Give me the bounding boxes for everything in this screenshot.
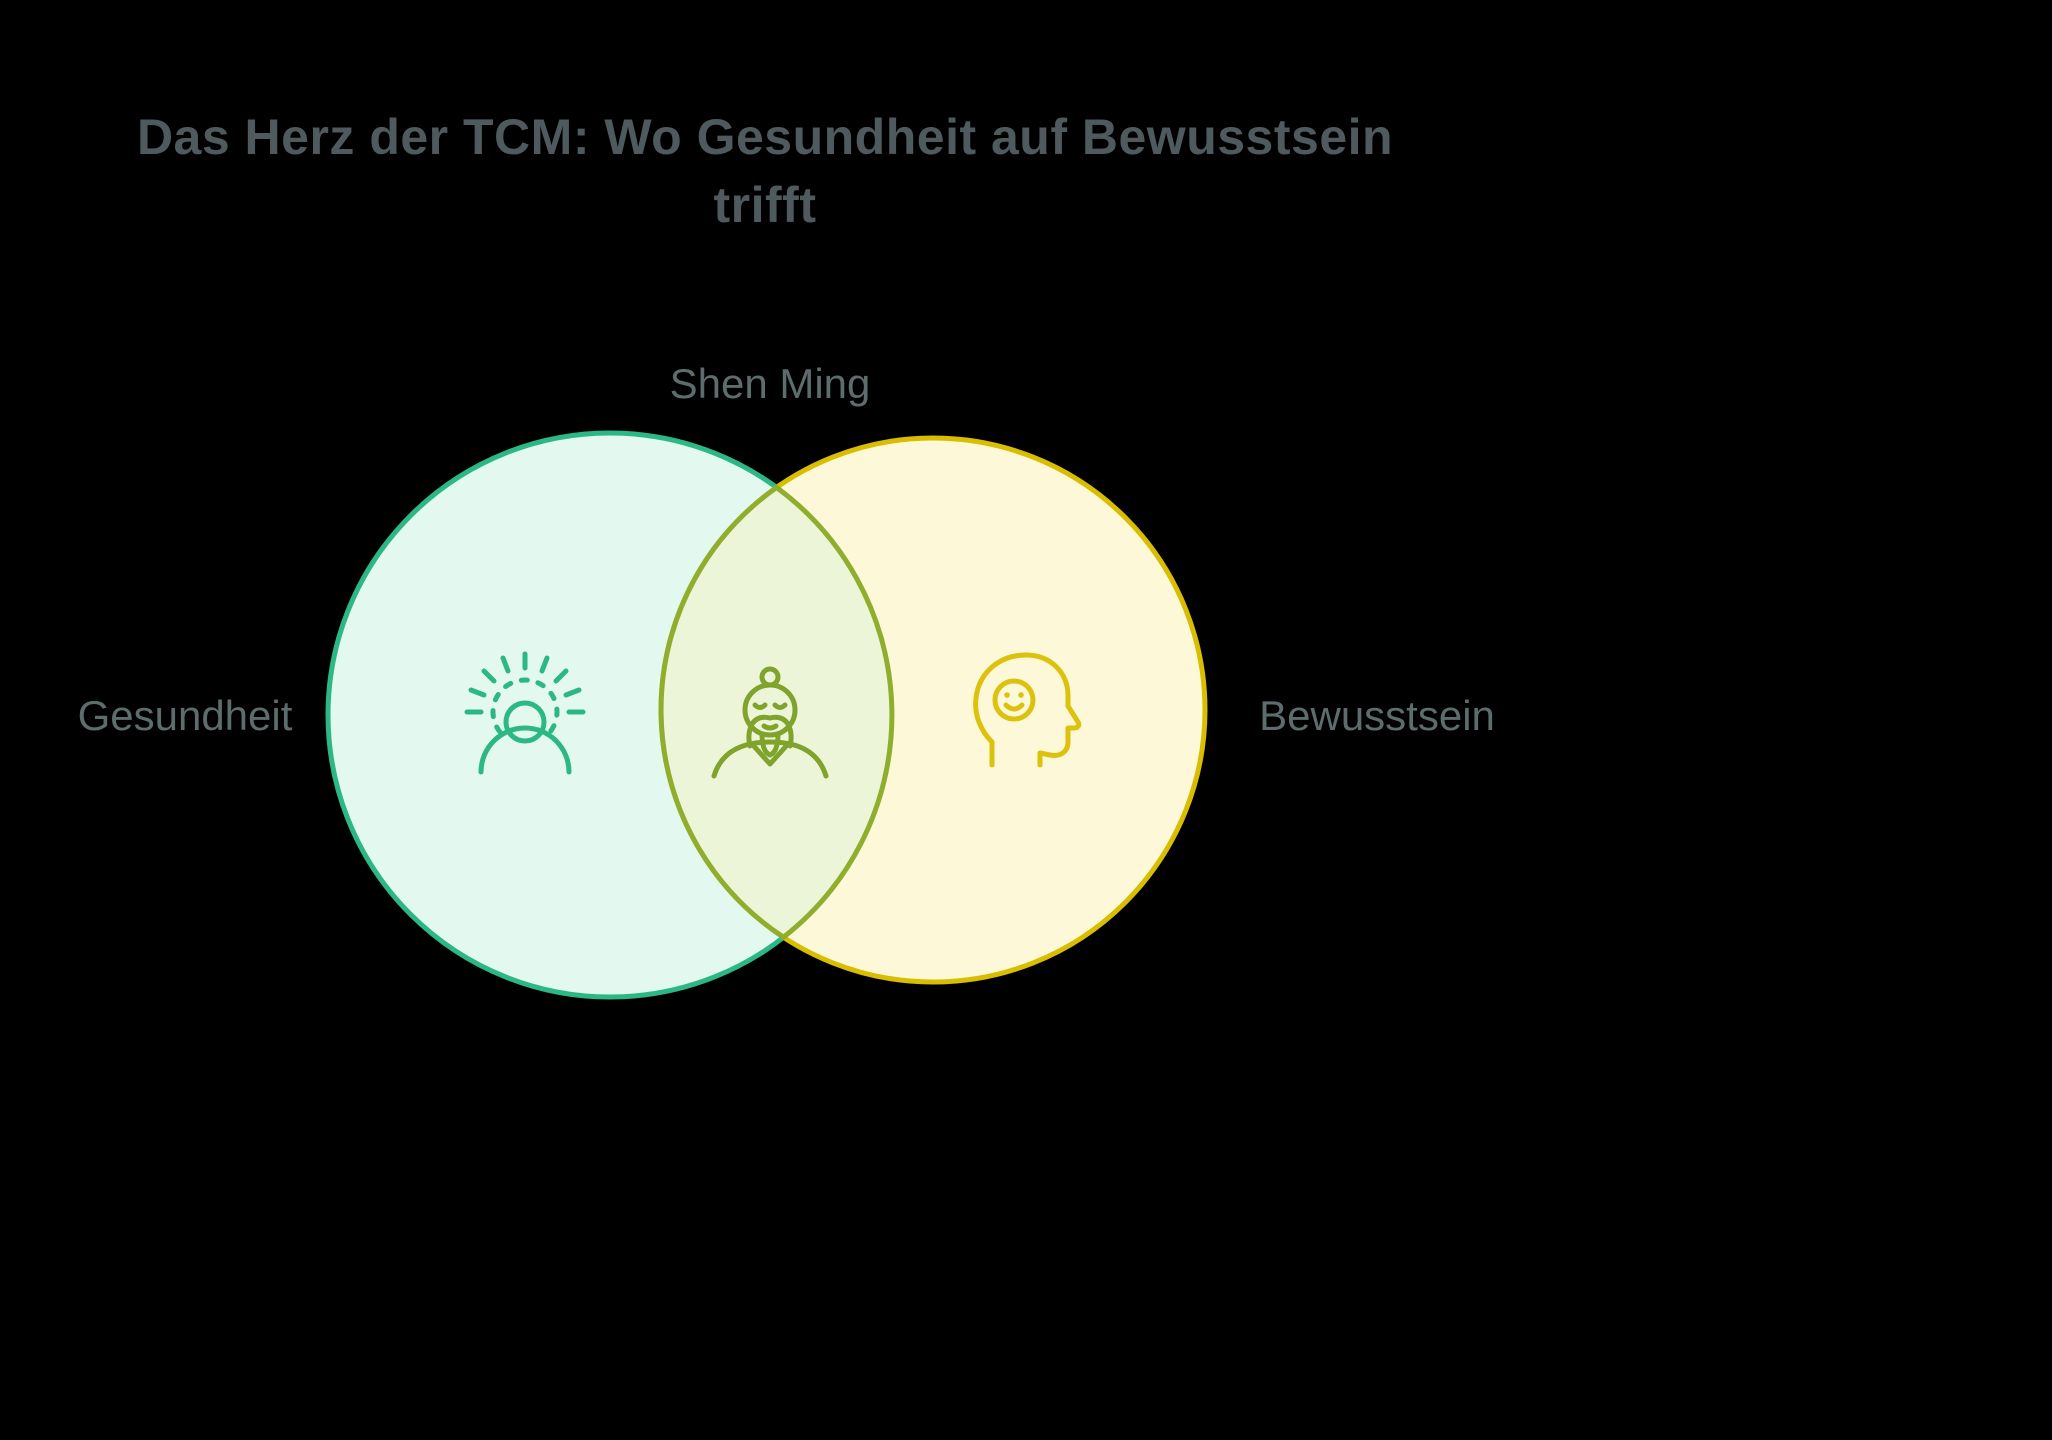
right-set-label: Bewusstsein — [1259, 692, 1495, 739]
left-set-label: Gesundheit — [77, 692, 293, 739]
intersection-lens — [658, 484, 895, 941]
page-title: Das Herz der TCM: Wo Gesundheit auf Bewu… — [136, 109, 1394, 233]
intersection-label: Shen Ming — [669, 360, 871, 407]
sage-icon — [711, 666, 829, 779]
head-smiley-icon — [973, 652, 1082, 768]
radiant-person-icon — [464, 651, 586, 775]
